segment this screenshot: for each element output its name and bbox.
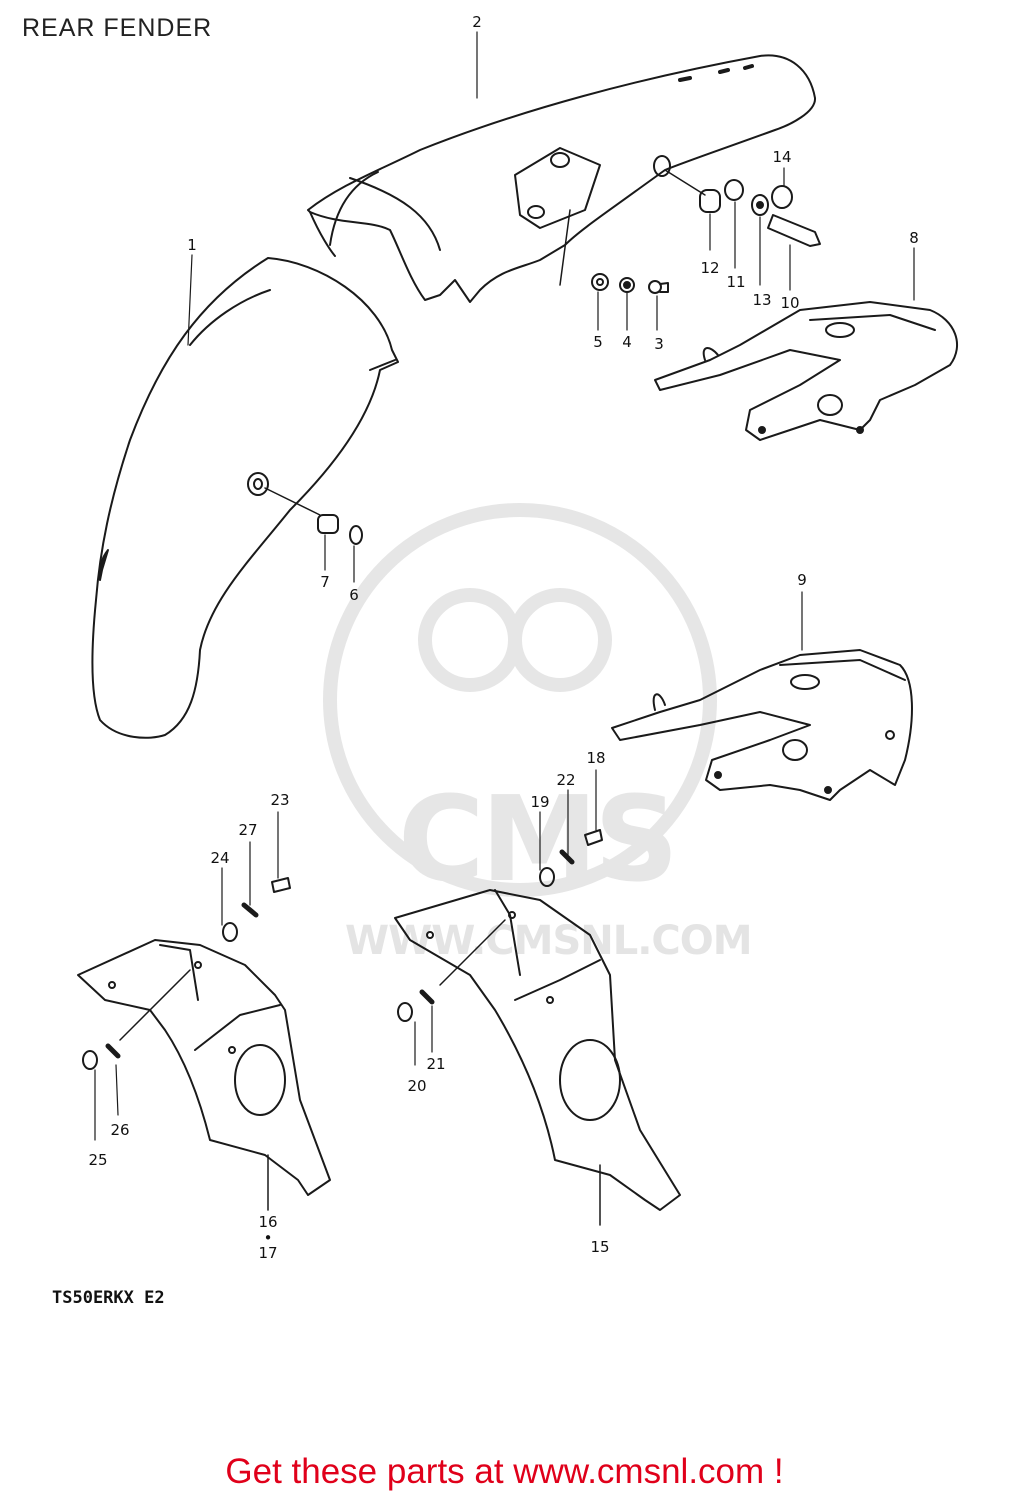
callout-label: 12 xyxy=(700,259,720,277)
part-9-carrier-bracket xyxy=(611,649,913,801)
callout-label: 7 xyxy=(320,573,330,591)
callout-label: 8 xyxy=(909,229,919,247)
callout-label: 15 xyxy=(590,1238,610,1256)
hardware-set-side-covers xyxy=(82,829,603,1070)
callout-label: 4 xyxy=(622,333,632,351)
callout-label: 11 xyxy=(726,273,746,291)
callout-label: 26 xyxy=(110,1121,130,1139)
callout-label: 10 xyxy=(780,294,800,312)
part-2-rear-fender-upper xyxy=(307,54,817,303)
callout-label: 13 xyxy=(752,291,772,309)
callout-label: 27 xyxy=(238,821,258,839)
part-15-side-cover-right xyxy=(394,889,681,1226)
watermark-mascot xyxy=(323,503,717,897)
part-8-carrier-bracket xyxy=(654,301,959,441)
callout-label: 25 xyxy=(88,1151,108,1169)
page-title: REAR FENDER xyxy=(22,14,213,42)
callout-label: 3 xyxy=(654,335,664,353)
callout-label: 18 xyxy=(586,749,606,767)
callout-label: 24 xyxy=(210,849,230,867)
model-code-label: TS50ERKX E2 xyxy=(52,1288,165,1308)
callout-label: • xyxy=(263,1229,273,1247)
callout-label: 6 xyxy=(349,586,359,604)
callout-label: 16 xyxy=(258,1213,278,1231)
hardware-set-fender xyxy=(317,179,821,545)
callout-label: 23 xyxy=(270,791,290,809)
callout-label: 14 xyxy=(772,148,792,166)
footer-shop-link[interactable]: Get these parts at www.cmsnl.com ! xyxy=(225,1452,784,1491)
callout-label: 17 xyxy=(258,1244,278,1262)
leader-lines xyxy=(94,31,915,1141)
callout-label: 5 xyxy=(593,333,603,351)
callout-label: 22 xyxy=(556,771,576,789)
part-1-rear-fender-lower xyxy=(91,257,399,739)
callout-label: 1 xyxy=(187,236,197,254)
callout-label: 19 xyxy=(530,793,550,811)
callout-label: 9 xyxy=(797,571,807,589)
part-16-17-side-cover-left xyxy=(77,939,331,1211)
callout-label: 21 xyxy=(426,1055,446,1073)
callout-label: 2 xyxy=(472,13,482,31)
callout-label: 20 xyxy=(407,1077,427,1095)
